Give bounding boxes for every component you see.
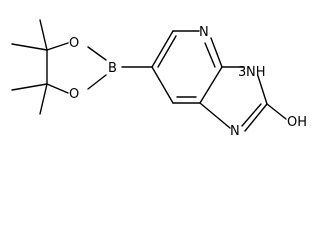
atom-imine-n: N — [230, 124, 240, 139]
atom-oxygen-top: O — [69, 36, 79, 51]
atom-hydroxyl: OH — [287, 115, 307, 130]
methyl-bottom-down — [39, 83, 48, 115]
bond-c7-c6 — [151, 66, 174, 104]
dioxaborolane-ring — [46, 42, 107, 94]
bond-n1-c7a — [199, 102, 231, 129]
methyl-top-up — [39, 19, 48, 51]
bond-c6-c5 — [151, 30, 174, 68]
bond-c2-n1 — [244, 103, 268, 132]
atom-pyridine-n: N — [199, 25, 209, 40]
atom-oxygen-bottom: O — [69, 87, 79, 102]
bond-c-o-bottom — [46, 83, 69, 94]
pyridine-ring — [151, 30, 223, 104]
methyl-top-left — [11, 43, 48, 51]
bond-o-bottom-b — [87, 74, 107, 90]
molecule-structure: B O O N 3 NH N OH — [11, 19, 307, 139]
bond-o-top-c — [46, 42, 69, 51]
methyl-bottom-left — [11, 83, 48, 91]
bond-c6-c5-inner — [157, 35, 177, 68]
bond-c2-oh — [266, 103, 287, 120]
bond-c3a-c7a — [199, 66, 223, 104]
atom-nh-digit: 3 — [238, 65, 246, 80]
imidazole-ring — [199, 66, 287, 132]
bond-b-o-top — [87, 46, 107, 61]
bond-n3-c2 — [257, 75, 268, 105]
structure-svg: B O O N 3 NH N OH — [11, 19, 307, 139]
bond-n4-c3a-inner — [204, 42, 216, 68]
methyl-groups — [11, 19, 48, 115]
atom-nh: NH — [246, 65, 266, 80]
bond-c2-n1-inner — [241, 103, 262, 127]
atom-boron: B — [108, 61, 117, 76]
bond-n4-c3a — [210, 37, 223, 68]
